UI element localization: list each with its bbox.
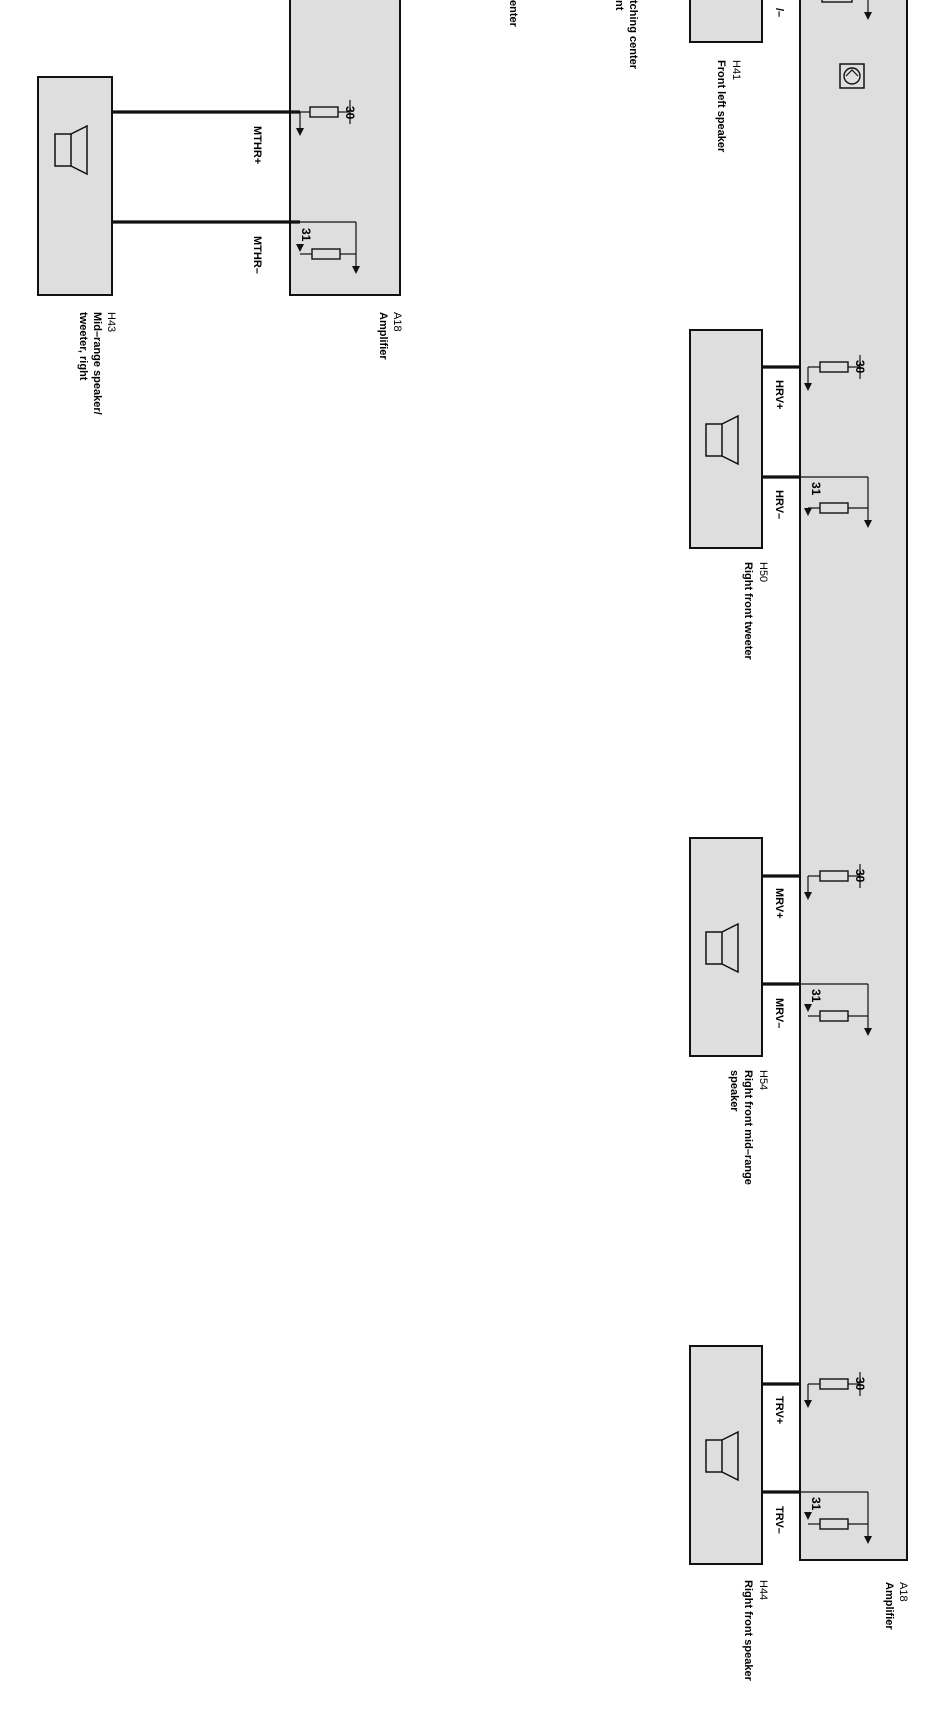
speaker-h41-box	[689, 0, 763, 43]
pin-30: 30	[853, 360, 867, 374]
speaker-icon	[54, 124, 88, 176]
fragment-text-1: tching center	[627, 0, 639, 70]
amplifier-main-name: Amplifier	[883, 1582, 895, 1630]
pin-31: 31	[809, 482, 823, 496]
speaker-h43-box	[37, 76, 113, 296]
speaker-h43-id: H43	[105, 312, 117, 332]
pin-31: 31	[299, 228, 313, 242]
signal-mthr-plus: MTHR+	[251, 126, 263, 164]
amplifier-small-id: A18	[391, 312, 403, 332]
speaker-icon	[705, 922, 739, 974]
resistor-icon	[296, 100, 351, 136]
speaker-h54-id: H54	[757, 1070, 769, 1090]
signal-mrv-plus: MRV+	[773, 888, 785, 919]
resistor-icon	[800, 983, 872, 1036]
signal-trv-minus: TRV–	[773, 1506, 785, 1534]
resistor-icon	[804, 355, 861, 391]
signal-mthr-minus: MTHR–	[251, 236, 263, 274]
pin-30: 30	[853, 869, 867, 883]
speaker-icon	[705, 1430, 739, 1482]
signal-mrv-minus: MRV–	[773, 998, 785, 1028]
pin-30: 30	[343, 106, 357, 120]
speaker-h50-name: Right front tweeter	[742, 562, 754, 660]
pin-31: 31	[809, 1497, 823, 1511]
speaker-h50-box	[689, 329, 763, 549]
speaker-h41-id: H41	[730, 60, 742, 80]
speaker-h44-id: H44	[757, 1580, 769, 1600]
speaker-h44: TRV+ TRV– 30 31 H44 Right front speaker	[689, 1345, 872, 1682]
resistor-icon	[800, 1491, 872, 1544]
speaker-h44-box	[689, 1345, 763, 1565]
resistor-icon	[800, 476, 872, 528]
pin-30: 30	[853, 1377, 867, 1391]
amplifier-main-id: A18	[897, 1582, 909, 1602]
electronic-module-icon	[839, 63, 865, 89]
signal-trv-plus: TRV+	[773, 1396, 785, 1424]
signal-hrv-plus: HRV+	[773, 380, 785, 409]
speaker-h54: MRV+ MRV– 30 31 H54 Right front mid–rang…	[689, 837, 872, 1185]
speaker-h54-name-1: Right front mid–range	[742, 1070, 754, 1185]
signal-hrv-minus: HRV–	[773, 490, 785, 519]
speaker-h43-name-1: Mid–range speaker/	[91, 312, 103, 415]
speaker-h54-name-2: speaker	[728, 1070, 740, 1112]
speaker-icon	[705, 414, 739, 466]
speaker-h43-name-2: tweeter, right	[77, 312, 89, 381]
resistor-icon	[821, 0, 872, 20]
speaker-h41-name: Front left speaker	[715, 60, 727, 153]
speaker-h44-name: Right front speaker	[742, 1580, 754, 1682]
amplifier-small-name: Amplifier	[377, 312, 389, 360]
fragment-text-3: enter	[507, 0, 519, 28]
resistor-icon	[804, 1372, 861, 1408]
speaker-h43: MTHR+ MTHR– 30 31 H43 Mid–range speaker/…	[37, 76, 360, 415]
resistor-icon	[296, 221, 360, 274]
speaker-h50: HRV+ HRV– 30 31 H50 Right front tweeter	[689, 329, 872, 660]
signal-fragment: /–	[773, 8, 785, 17]
speaker-h54-box	[689, 837, 763, 1057]
pin-31: 31	[809, 989, 823, 1003]
resistor-icon	[804, 864, 861, 900]
speaker-h50-id: H50	[757, 562, 769, 582]
amplifier-small-box	[289, 0, 401, 296]
amplifier-main-box	[799, 0, 908, 1561]
fragment-text-2: nt	[613, 0, 625, 11]
